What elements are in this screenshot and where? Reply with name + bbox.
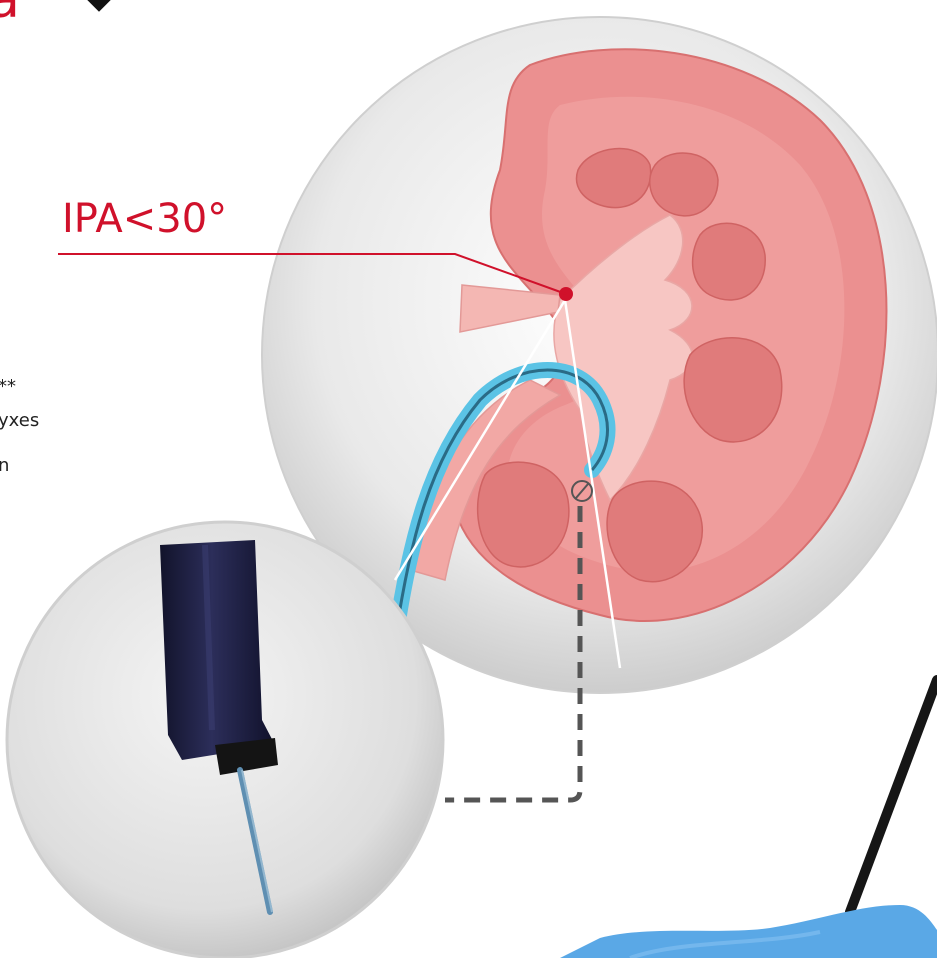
gloved-hand — [560, 905, 937, 958]
ipa-angle-label: IPA<30° — [62, 196, 227, 242]
scope-tip-magnifier — [7, 522, 443, 958]
instrument-wire — [850, 680, 937, 912]
